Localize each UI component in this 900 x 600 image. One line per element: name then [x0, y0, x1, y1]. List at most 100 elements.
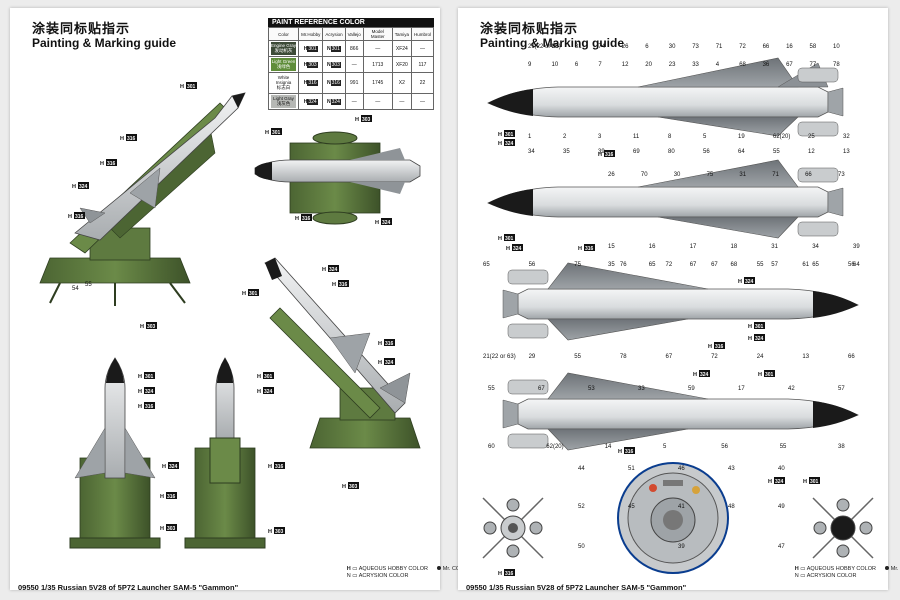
part-number: 57: [838, 386, 845, 392]
part-number: 75: [574, 262, 581, 268]
svg-text:301: 301: [264, 374, 273, 380]
svg-text:H: H: [708, 344, 712, 350]
part-number: 13: [802, 354, 809, 360]
part-number: 18: [731, 244, 738, 250]
part-number: 29: [529, 354, 536, 360]
svg-text:324: 324: [382, 220, 391, 226]
svg-text:324: 324: [145, 389, 154, 395]
part-number: 65: [812, 262, 819, 268]
part-number: 56: [703, 149, 710, 155]
part-number: 76: [620, 262, 627, 268]
part-number: 71: [772, 172, 779, 178]
part-number: 10: [552, 62, 559, 68]
part-number: 11: [633, 134, 640, 140]
part-number: 19: [738, 134, 745, 140]
svg-text:303: 303: [167, 526, 176, 532]
part-number: 73: [838, 172, 845, 178]
part-number: 67: [690, 262, 697, 268]
svg-text:316: 316: [625, 449, 634, 455]
part-number: 45: [628, 504, 635, 510]
svg-text:316: 316: [275, 464, 284, 470]
part-number: 12: [808, 149, 815, 155]
svg-text:316: 316: [715, 344, 724, 350]
part-number: 6: [575, 62, 579, 68]
part-number: 21(22 or 63): [528, 44, 561, 50]
svg-text:324: 324: [755, 336, 764, 342]
part-number: 31: [575, 44, 582, 50]
svg-text:H: H: [738, 279, 742, 285]
paint-modelmaster: —: [362, 93, 393, 110]
callout-55: 55: [85, 282, 92, 288]
svg-text:H: H: [72, 184, 76, 190]
rlegend-aqueous: H ▭ AQUEOUS HOBBY COLOR: [794, 566, 876, 572]
part-number: 67: [711, 262, 718, 268]
left-drawings: 54 55: [39, 82, 421, 549]
part-number: 14: [605, 444, 612, 450]
part-number: 72: [739, 44, 746, 50]
svg-text:324: 324: [505, 141, 514, 147]
svg-text:H: H: [598, 152, 602, 158]
part-number: 68: [731, 262, 738, 268]
part-number: 43: [728, 466, 735, 472]
svg-text:301: 301: [272, 130, 281, 136]
svg-text:H: H: [68, 214, 72, 220]
svg-text:H: H: [758, 372, 762, 378]
svg-text:316: 316: [127, 136, 136, 142]
svg-text:H: H: [498, 236, 502, 242]
part-number: 7: [598, 62, 602, 68]
launcher-side-view: [39, 92, 246, 306]
svg-text:324: 324: [513, 246, 522, 252]
part-number: 66: [763, 44, 770, 50]
svg-text:H: H: [268, 464, 272, 470]
svg-text:H: H: [257, 374, 261, 380]
svg-text:H: H: [498, 571, 502, 577]
part-number: 39: [853, 244, 860, 250]
svg-text:H: H: [578, 246, 582, 252]
svg-text:H: H: [140, 324, 144, 330]
missile-side-view-2: [487, 159, 844, 239]
part-number: 17: [690, 244, 697, 250]
svg-text:303: 303: [362, 117, 371, 123]
part-number: 35: [563, 149, 570, 155]
svg-text:316: 316: [505, 571, 514, 577]
part-number: 9: [528, 62, 532, 68]
part-number: 55: [574, 354, 581, 360]
page-title-en: Painting & Marking guide: [32, 36, 177, 50]
svg-text:H: H: [375, 220, 379, 226]
part-number: 78: [620, 354, 627, 360]
svg-text:316: 316: [75, 214, 84, 220]
col-tamiya: Tamiya: [391, 27, 412, 41]
part-number: 64: [738, 149, 745, 155]
part-number: 77: [810, 62, 817, 68]
part-number: 23: [669, 62, 676, 68]
paint-vallejo: 991: [344, 72, 364, 94]
part-number: 33: [638, 386, 645, 392]
part-number: 33: [692, 62, 699, 68]
part-number: 3: [598, 134, 602, 140]
part-number: 60: [488, 444, 495, 450]
part-number: 80: [668, 149, 675, 155]
svg-text:H: H: [295, 216, 299, 222]
part-number: 50: [578, 544, 585, 550]
part-number: 66: [848, 354, 855, 360]
